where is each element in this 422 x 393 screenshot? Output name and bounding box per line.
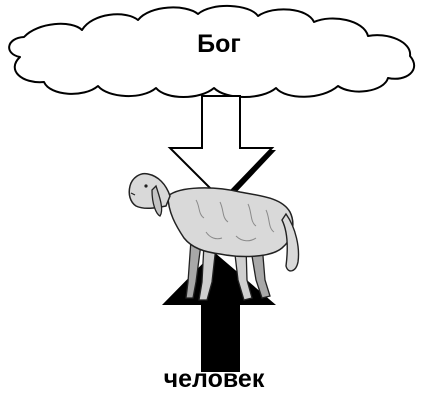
top-label: Бог bbox=[197, 30, 241, 58]
cloud-shape bbox=[8, 4, 416, 98]
lamb-head bbox=[128, 172, 171, 210]
lamb-figure bbox=[128, 172, 300, 301]
down-arrow-body bbox=[167, 95, 275, 202]
lamb-tail bbox=[281, 212, 300, 272]
lamb-wool-texture bbox=[195, 199, 275, 242]
down-arrow bbox=[167, 95, 276, 202]
bottom-label: человек bbox=[164, 365, 265, 393]
cloud: Бог bbox=[8, 4, 416, 98]
lamb-body bbox=[167, 187, 294, 258]
lamb-ear bbox=[151, 184, 163, 217]
lamb-nose bbox=[130, 192, 136, 196]
lamb-eye bbox=[144, 184, 148, 188]
